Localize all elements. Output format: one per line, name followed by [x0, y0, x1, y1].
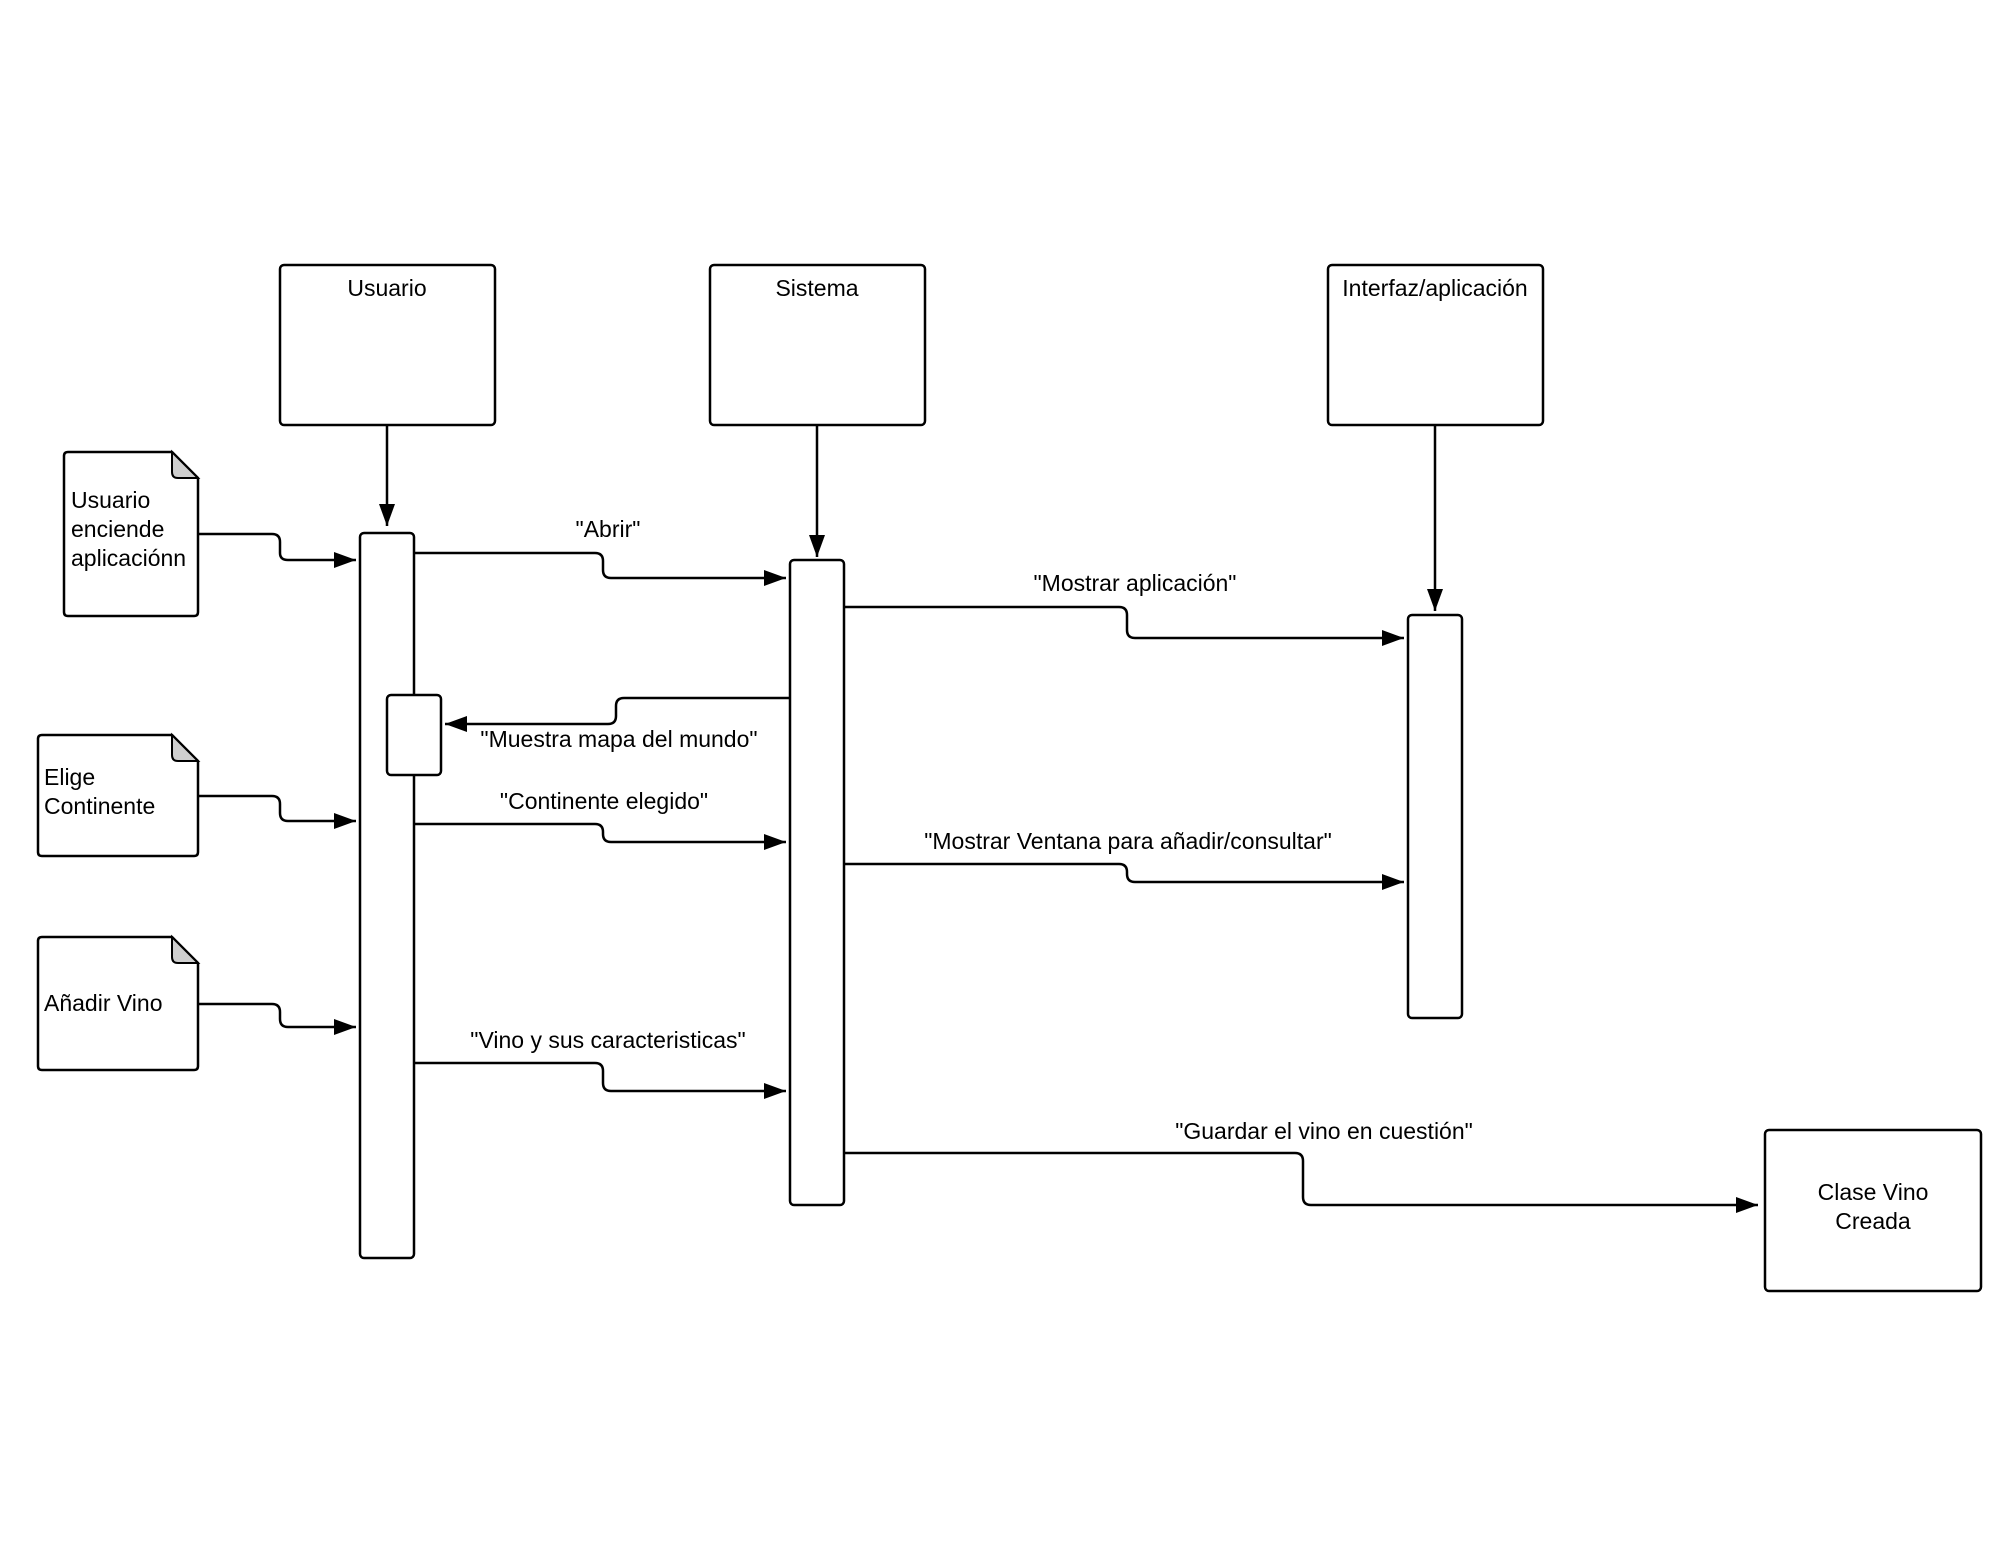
note-enciende: Usuario enciende aplicaciónn: [62, 449, 201, 618]
message-continente-elegido-label: "Continente elegido": [500, 788, 708, 814]
message-mostrar-ventana-label: "Mostrar Ventana para añadir/consultar": [924, 828, 1332, 854]
result-line-2: Creada: [1835, 1208, 1911, 1234]
message-mapa-label: "Muestra mapa del mundo": [480, 726, 757, 752]
message-guardar-arrow: [844, 1151, 1758, 1213]
result-clase-vino: Clase Vino Creada: [1763, 1128, 1983, 1293]
result-line-1: Clase Vino: [1818, 1179, 1929, 1205]
message-mostrar-ventana-arrow: [844, 862, 1404, 890]
message-mostrar-aplicacion-label: "Mostrar aplicación": [1034, 570, 1237, 596]
participant-usuario-label: Usuario: [347, 275, 426, 301]
note-enciende-line-1: Usuario: [71, 487, 150, 513]
note-enciende-line-3: aplicaciónn: [71, 545, 186, 571]
message-mostrar-aplicacion-arrow: [844, 605, 1404, 646]
participant-sistema-label: Sistema: [775, 275, 858, 301]
note-enciende-line-2: enciende: [71, 516, 164, 542]
note-continente: Elige Continente: [36, 732, 201, 858]
message-vino-caracteristicas-label: "Vino y sus caracteristicas": [470, 1027, 745, 1053]
connector-anadir: [198, 1002, 356, 1035]
connector-continente: [198, 794, 356, 829]
activation-usuario: [358, 531, 416, 1260]
note-continente-line-1: Elige: [44, 764, 95, 790]
participant-usuario: Usuario: [278, 263, 497, 427]
activation-interfaz: [1406, 613, 1464, 1020]
connector-enciende: [198, 532, 356, 568]
message-abrir-arrow: [414, 551, 786, 586]
note-anadir: Añadir Vino: [36, 934, 201, 1072]
participant-interfaz: Interfaz/aplicación: [1326, 263, 1545, 427]
message-continente-elegido-arrow: [414, 822, 786, 850]
activation-usuario-nested: [385, 693, 443, 777]
activation-sistema: [788, 558, 846, 1207]
message-mapa-arrow: [445, 696, 790, 732]
message-guardar-label: "Guardar el vino en cuestión": [1175, 1118, 1473, 1144]
note-anadir-line-1: Añadir Vino: [44, 990, 163, 1016]
participant-sistema: Sistema: [708, 263, 927, 427]
message-vino-caracteristicas-arrow: [414, 1061, 786, 1099]
message-abrir-label: "Abrir": [576, 516, 641, 542]
participant-interfaz-label: Interfaz/aplicación: [1342, 275, 1527, 301]
note-continente-line-2: Continente: [44, 793, 155, 819]
